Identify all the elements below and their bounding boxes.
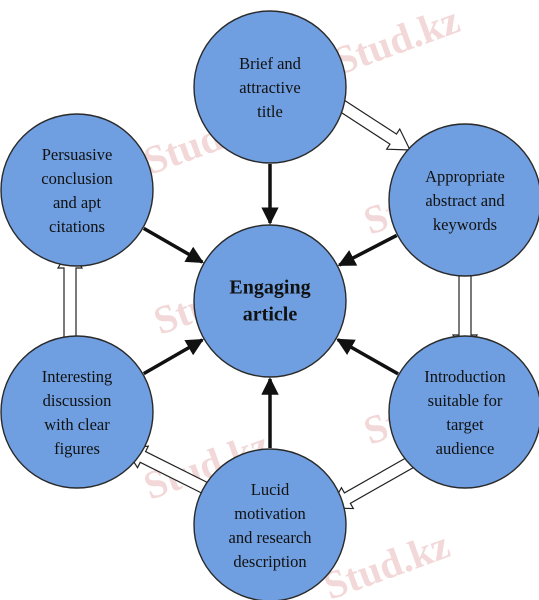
node-introduction: Introduction suitable for target audience [388, 335, 539, 489]
spoke-arrow-introduction [336, 338, 399, 376]
conclusion-circle [0, 113, 154, 267]
node-abstract: Appropriate abstract and keywords [388, 123, 539, 277]
conclusion-label-line: citations [49, 217, 105, 236]
discussion-label-line: with clear [44, 415, 110, 434]
spoke-arrow-abstract [337, 233, 398, 267]
title-circle [193, 10, 347, 164]
motivation-label-line: and research [229, 528, 313, 547]
abstract-label-line: keywords [433, 215, 497, 234]
node-title: Brief and attractive title [193, 10, 347, 164]
discussion-label-line: Interesting [42, 367, 113, 386]
discussion-label-line: figures [54, 439, 100, 458]
motivation-label-line: description [233, 552, 306, 571]
spoke-arrows [142, 164, 399, 448]
spoke-arrow-discussion [142, 338, 204, 376]
motivation-label-line: motivation [234, 504, 306, 523]
cycle-arrow-title-to-abstract [328, 94, 411, 151]
conclusion-label-line: Persuasive [42, 145, 113, 164]
conclusion-label-line: conclusion [41, 169, 113, 188]
spoke-arrow-conclusion [142, 226, 204, 264]
abstract-label-line: abstract and [425, 191, 505, 210]
introduction-label-line: Introduction [424, 367, 506, 386]
node-motivation: Lucid motivation and research description [193, 448, 347, 600]
title-label-line: title [257, 102, 283, 121]
motivation-circle [193, 448, 347, 600]
discussion-label-line: discussion [43, 391, 112, 410]
node-discussion: Interesting discussion with clear figures [0, 335, 154, 489]
center-label-line: Engaging [229, 277, 310, 299]
discussion-circle [0, 335, 154, 489]
node-conclusion: Persuasive conclusion and apt citations [0, 113, 154, 267]
introduction-circle [388, 335, 539, 489]
conclusion-label-line: and apt [53, 193, 102, 212]
motivation-label-line: Lucid [251, 480, 290, 499]
center-node: Engaging article [193, 224, 347, 378]
abstract-circle [388, 123, 539, 277]
introduction-label-line: target [446, 415, 484, 434]
center-circle [193, 224, 347, 378]
watermark-text: Stud.kz [328, 0, 466, 83]
abstract-label-line: Appropriate [425, 167, 505, 186]
title-label-line: attractive [239, 78, 300, 97]
introduction-label-line: audience [436, 439, 495, 458]
center-label-line: article [243, 304, 298, 326]
introduction-label-line: suitable for [428, 391, 503, 410]
title-label-line: Brief and [239, 54, 302, 73]
